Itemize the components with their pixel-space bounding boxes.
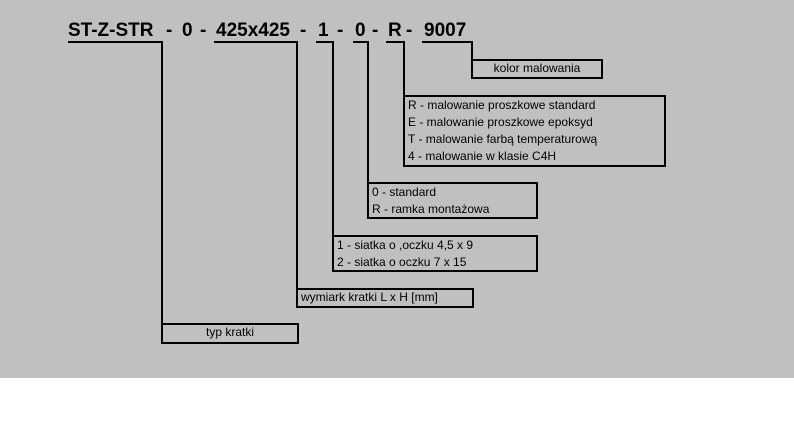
code-mesh: 1	[318, 20, 329, 41]
diagram-panel: ST-Z-STR - 0 - 425x425 - 1 - 0 - R - 900…	[0, 0, 794, 378]
code-size: 425x425	[216, 20, 290, 41]
legend-type-line: typ kratki	[205, 325, 254, 339]
legend-color: kolor malowania	[471, 59, 603, 79]
code-separator: -	[166, 20, 173, 41]
product-code: ST-Z-STR - 0 - 425x425 - 1 - 0 - R - 900…	[0, 0, 794, 50]
legend-coating-line: E - malowanie proszkowe epoksyd	[408, 115, 593, 129]
legend-mesh-line: 1 - siatka o ,oczku 4,5 x 9	[337, 238, 474, 252]
legend-frame: 0 - standard R - ramka montażowa	[367, 182, 538, 219]
code-frame-underline	[353, 41, 369, 43]
code-type-variant: 0	[182, 20, 193, 41]
connector-mesh	[332, 41, 334, 237]
connector-size	[296, 41, 298, 290]
legend-frame-line: 0 - standard	[372, 185, 437, 199]
code-separator: -	[337, 20, 344, 41]
code-mesh-underline	[316, 41, 333, 43]
legend-coating-line: T - malowanie farbą temperaturową	[408, 132, 598, 146]
connector-coating	[403, 41, 405, 97]
legend-mesh-line: 2 - siatka o oczku 7 x 15	[337, 255, 467, 269]
legend-type: typ kratki	[161, 323, 299, 344]
legend-mesh: 1 - siatka o ,oczku 4,5 x 9 2 - siatka o…	[332, 235, 538, 272]
legend-size-line: wymiark kratki L x H [mm]	[301, 290, 438, 304]
legend-coating: R - malowanie proszkowe standard E - mal…	[403, 95, 666, 167]
code-color-underline	[422, 41, 472, 43]
code-size-underline	[214, 41, 298, 43]
legend-color-line: kolor malowania	[493, 61, 581, 75]
legend-coating-line: R - malowanie proszkowe standard	[408, 98, 596, 112]
legend-frame-line: R - ramka montażowa	[372, 202, 490, 216]
legend-size: wymiark kratki L x H [mm]	[296, 288, 474, 308]
code-coating: R	[388, 20, 402, 41]
code-type-underline	[68, 41, 163, 43]
code-coating-underline	[386, 41, 404, 43]
code-separator: -	[300, 20, 307, 41]
code-separator: -	[200, 20, 207, 41]
code-frame: 0	[355, 20, 366, 41]
connector-color	[471, 41, 473, 61]
code-separator: -	[372, 20, 379, 41]
code-type: ST-Z-STR	[68, 20, 154, 41]
code-separator: -	[406, 20, 413, 41]
connector-frame	[367, 41, 369, 183]
connector-type	[161, 41, 163, 325]
legend-coating-line: 4 - malowanie w klasie C4H	[408, 149, 557, 163]
code-color: 9007	[424, 20, 467, 41]
